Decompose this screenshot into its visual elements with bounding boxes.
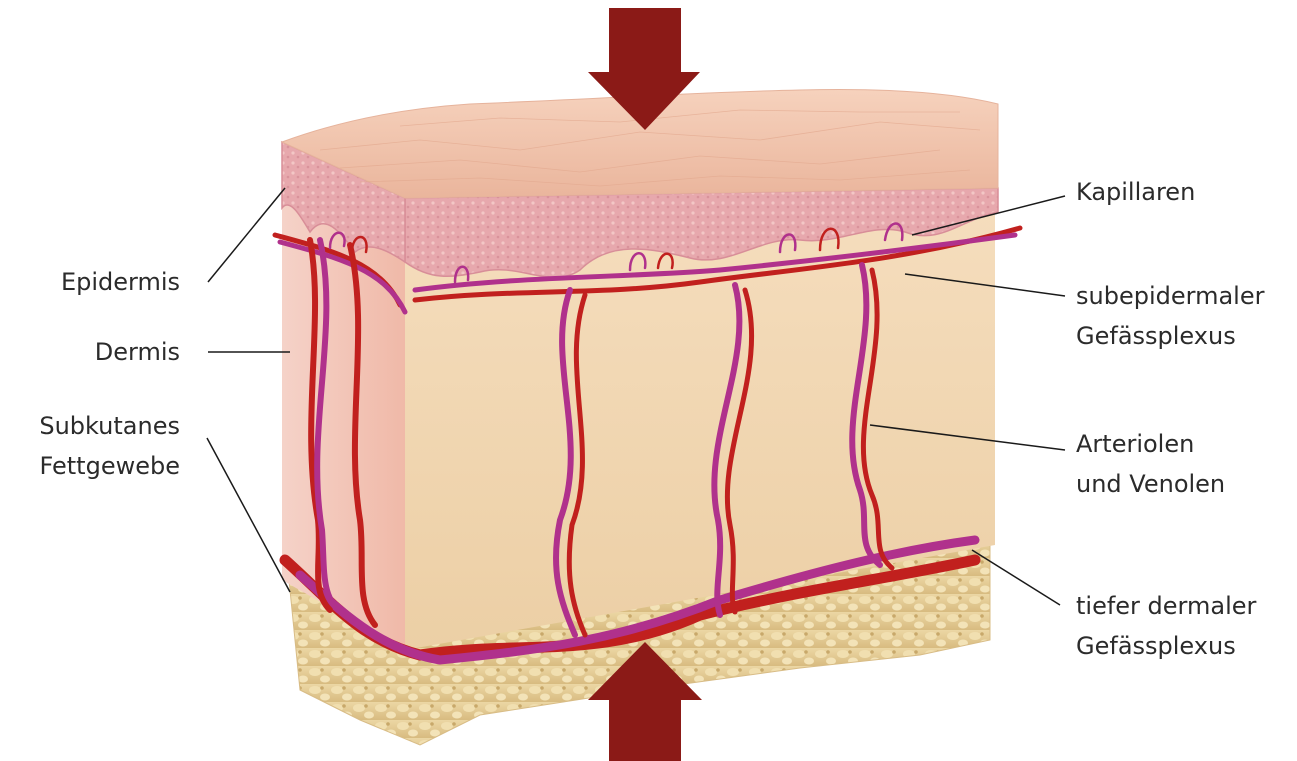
label-capillaries-text: Kapillaren — [1076, 172, 1291, 212]
label-deep-plexus: tiefer dermaler Gefässplexus — [1076, 586, 1291, 666]
label-epidermis-text: Epidermis — [30, 262, 180, 302]
label-subepidermal-plexus: subepidermaler Gefässplexus — [1076, 276, 1291, 356]
label-deep-plexus-line2: Gefässplexus — [1076, 626, 1291, 666]
label-deep-plexus-line1: tiefer dermaler — [1076, 586, 1291, 626]
label-subcutis: Subkutanes Fettgewebe — [10, 406, 180, 486]
label-dermis: Dermis — [30, 332, 180, 372]
label-arterioles-line2: und Venolen — [1076, 464, 1291, 504]
label-subcutis-line2: Fettgewebe — [10, 446, 180, 486]
label-subcutis-line1: Subkutanes — [10, 406, 180, 446]
label-epidermis: Epidermis — [30, 262, 180, 302]
label-arterioles-venules: Arteriolen und Venolen — [1076, 424, 1291, 504]
label-arterioles-line1: Arteriolen — [1076, 424, 1291, 464]
label-subepidermal-line2: Gefässplexus — [1076, 316, 1291, 356]
label-capillaries: Kapillaren — [1076, 172, 1291, 212]
leader-line-subcutis — [207, 438, 290, 592]
label-dermis-text: Dermis — [30, 332, 180, 372]
label-subepidermal-line1: subepidermaler — [1076, 276, 1291, 316]
